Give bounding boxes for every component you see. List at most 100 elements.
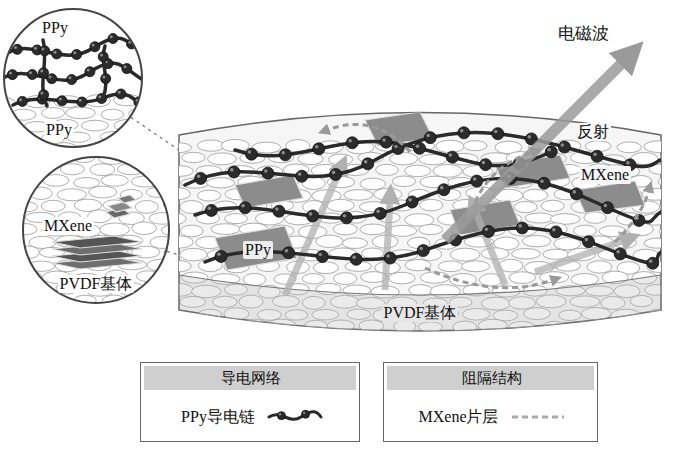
matrix-particle <box>116 142 141 155</box>
ppy-bead <box>516 222 528 234</box>
ppy-bead <box>277 412 285 420</box>
matrix-particle <box>405 165 431 177</box>
matrix-particle <box>466 331 493 343</box>
circle-fill <box>4 9 142 147</box>
matrix-particle <box>574 225 597 237</box>
bead-highlight <box>279 413 281 415</box>
ppy-bead <box>116 89 126 99</box>
matrix-particle <box>167 166 194 177</box>
matrix-particle <box>644 238 670 248</box>
bead-highlight <box>540 179 544 183</box>
matrix-particle <box>149 213 176 225</box>
matrix-particle <box>163 260 191 272</box>
bead-highlight <box>29 71 32 74</box>
matrix-particle <box>132 222 157 235</box>
bead-highlight <box>59 98 62 101</box>
matrix-particle <box>433 164 462 177</box>
bead-highlight <box>92 44 95 47</box>
bead-highlight <box>53 51 56 54</box>
matrix-particle <box>143 162 173 175</box>
bead-highlight <box>572 190 576 194</box>
ppy-bead <box>245 148 257 160</box>
matrix-particle <box>82 120 109 131</box>
ppy-bead <box>350 253 362 265</box>
ppy-bead <box>406 196 418 208</box>
matrix-particle <box>659 225 675 238</box>
matrix-particle <box>599 226 626 237</box>
matrix-particle <box>131 176 159 187</box>
matrix-particle <box>585 334 612 346</box>
matrix-particle <box>134 150 157 163</box>
matrix-particle <box>41 200 65 211</box>
matrix-particle <box>0 189 20 200</box>
matrix-particle <box>40 153 67 165</box>
reflected-wave <box>425 268 553 288</box>
bead-highlight <box>298 172 302 176</box>
matrix-particle <box>584 212 606 223</box>
matrix-particle <box>438 261 463 272</box>
ppy-bead <box>57 96 67 106</box>
matrix-particle <box>166 236 193 248</box>
matrix-particle <box>0 282 21 294</box>
matrix-particle <box>43 296 69 307</box>
bead-highlight <box>9 71 12 74</box>
ppy-chain <box>235 142 555 166</box>
matrix-particle <box>144 120 170 132</box>
circle-fill <box>23 157 169 303</box>
matrix-particle <box>225 214 248 224</box>
matrix-particle <box>362 248 384 259</box>
matrix-particle <box>522 235 551 246</box>
matrix-particle <box>208 153 237 165</box>
legend-dash <box>512 416 564 419</box>
bead-highlight <box>426 134 430 138</box>
matrix-particle <box>90 164 115 176</box>
ppy-chain <box>8 38 143 55</box>
matrix-particle <box>360 224 387 235</box>
matrix-particle <box>0 108 7 120</box>
ppy-bead <box>538 177 550 189</box>
bead-highlight <box>419 247 423 251</box>
legend-heading: 阻隔结构 <box>460 370 524 387</box>
ppy-bead <box>40 46 50 56</box>
bead-highlight <box>118 91 121 94</box>
legend-text: PPy导电链 <box>179 408 257 426</box>
matrix-particle <box>163 188 191 200</box>
ppy-bead <box>283 247 295 259</box>
matrix-particle <box>334 273 357 285</box>
matrix-particle <box>210 320 234 331</box>
ppy-bead <box>570 188 582 200</box>
transmitted-wave <box>475 210 505 285</box>
matrix-particle <box>313 262 338 274</box>
slab-body <box>179 113 661 332</box>
ppy-bead <box>633 214 645 226</box>
inset-circle: PPyPPy <box>3 8 143 148</box>
bead-highlight <box>494 130 498 134</box>
matrix-particle <box>660 296 675 308</box>
ppy-bead <box>424 132 436 144</box>
matrix-particle <box>344 190 373 201</box>
matrix-particle <box>360 178 386 190</box>
bead-highlight <box>332 171 336 175</box>
matrix-particle <box>388 225 417 236</box>
ppy-bead <box>101 74 111 84</box>
ppy-bead <box>471 175 483 187</box>
matrix-particle <box>170 332 192 343</box>
ppy-bead <box>558 141 570 153</box>
matrix-particle <box>419 224 443 234</box>
matrix-particle <box>11 177 40 188</box>
bead-highlight <box>102 75 105 78</box>
matrix-particle <box>226 333 250 343</box>
bead-highlight <box>110 35 113 38</box>
ppy-bead <box>39 90 49 100</box>
bead-highlight <box>382 138 386 142</box>
matrix-particle <box>540 272 569 283</box>
matrix-particle <box>207 178 235 188</box>
matrix-particle <box>664 322 675 333</box>
bead-highlight <box>285 249 289 253</box>
ppy-bead <box>52 49 62 59</box>
part-label: 反射 <box>575 123 611 141</box>
legend-text: MXene片层 <box>417 408 501 426</box>
matrix-particle <box>329 154 353 165</box>
matrix-particle <box>135 201 158 214</box>
bead-highlight <box>518 224 522 228</box>
